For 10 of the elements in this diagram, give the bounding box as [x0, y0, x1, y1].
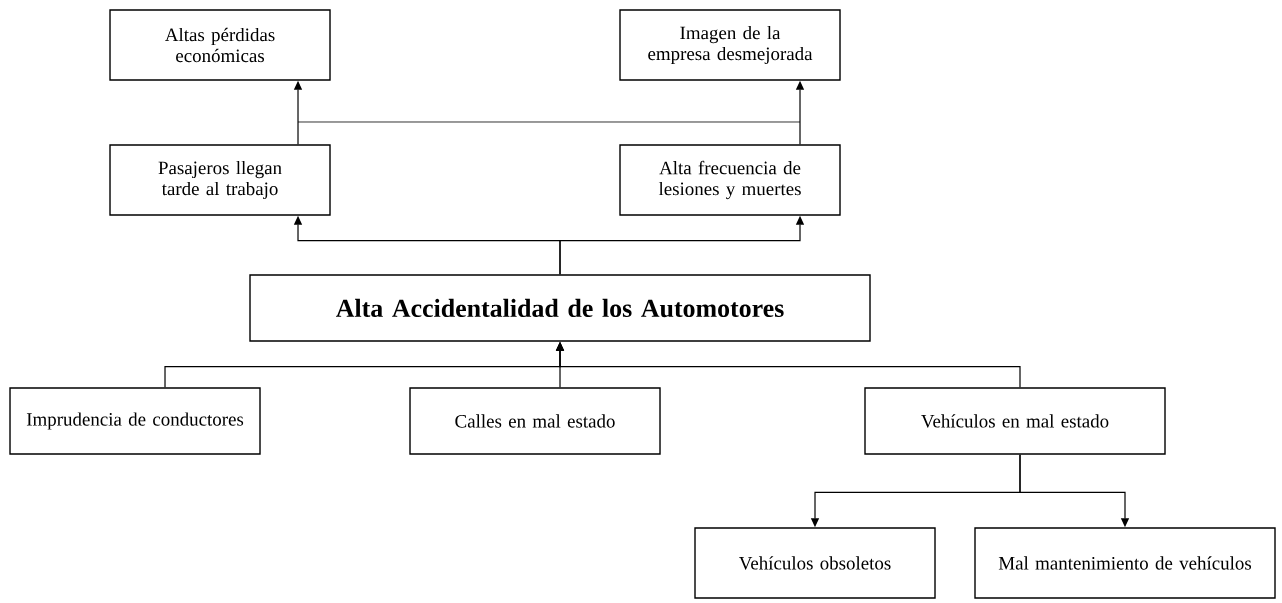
text-box: Altas pérdidas económicas: [109, 9, 331, 81]
title-box: Alta Accidentalidad de los Automotores: [249, 274, 871, 342]
text-box: Mal mantenimiento de vehículos: [974, 527, 1276, 599]
text-box: Pasajeros llegan tarde al trabajo: [109, 144, 331, 216]
text-box: Alta frecuencia de lesiones y muertes: [619, 144, 841, 216]
text-box: Imprudencia de conductores: [9, 387, 261, 455]
text-box: Calles en mal estado: [409, 387, 661, 455]
text-box: Vehículos en mal estado: [864, 387, 1166, 455]
text-box: Imagen de la empresa desmejorada: [619, 9, 841, 81]
text-box: Vehículos obsoletos: [694, 527, 936, 599]
